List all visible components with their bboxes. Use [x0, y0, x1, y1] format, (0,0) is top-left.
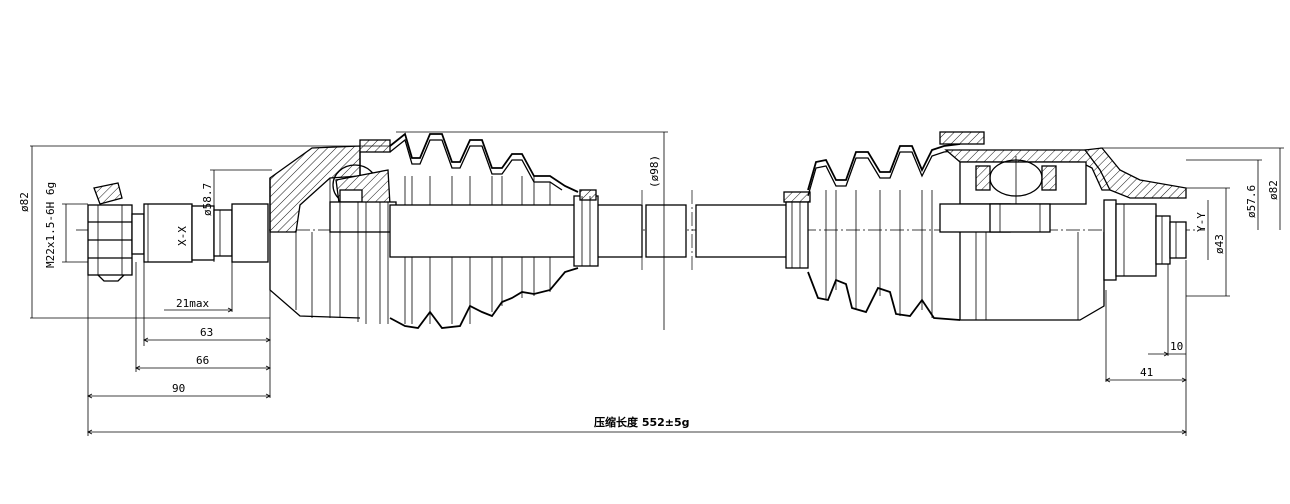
- dia-82-right-label: ø82: [1267, 180, 1280, 200]
- outer-cv-housing: [269, 139, 397, 324]
- threaded-stub: [131, 203, 269, 263]
- outer-boot: [389, 132, 579, 329]
- hex-nut: [87, 182, 133, 282]
- len-63-label: 63: [200, 326, 213, 339]
- len-90-label: 90: [172, 382, 185, 395]
- dia-57-6-label: ø57.6: [1245, 185, 1258, 218]
- dia-98-label: (ø98): [648, 155, 661, 188]
- dia-43-label: ø43: [1213, 234, 1226, 254]
- dimensions: [30, 131, 1284, 436]
- len-41-label: 41: [1140, 366, 1153, 379]
- len-66-label: 66: [196, 354, 209, 367]
- section-y-label: Y-Y: [1195, 212, 1208, 232]
- dia-82-left-label: ø82: [18, 192, 31, 212]
- thread-label: M22x1.5-6H 6g: [44, 182, 57, 268]
- dia-58-7-label: ø58.7: [201, 183, 214, 216]
- section-x-label: X-X: [176, 226, 189, 246]
- compressed-length-label: 压缩长度 552±5g: [594, 415, 690, 429]
- len-10-label: 10: [1170, 340, 1183, 353]
- inner-cv-housing: [939, 147, 1187, 321]
- inner-boot: [783, 131, 985, 321]
- shaft: [389, 189, 789, 272]
- len-21max-label: 21max: [176, 297, 209, 310]
